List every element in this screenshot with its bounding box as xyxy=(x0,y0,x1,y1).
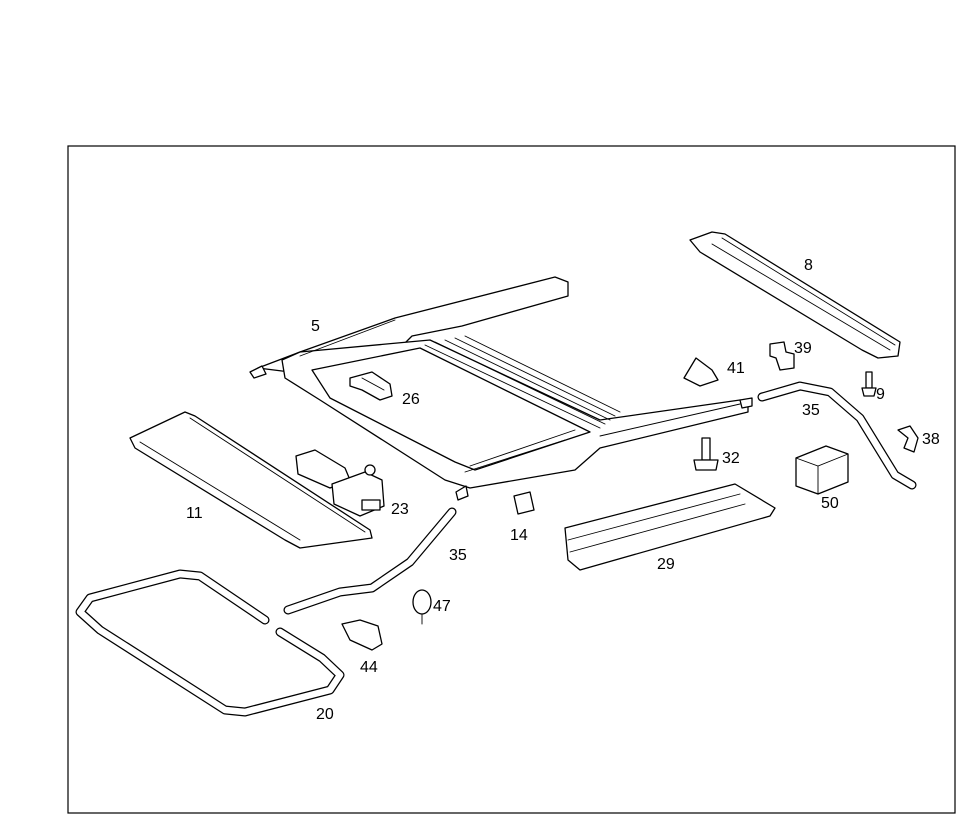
callout-23: 23 xyxy=(391,501,409,518)
part-32-bolt xyxy=(693,437,719,471)
callout-11: 11 xyxy=(186,505,203,522)
callout-5: 5 xyxy=(311,318,320,335)
callout-8: 8 xyxy=(804,257,813,274)
part-29-cable-channel xyxy=(564,483,776,571)
callout-29: 29 xyxy=(657,556,675,573)
part-44-clip xyxy=(341,619,383,651)
part-9-screw xyxy=(861,371,877,397)
part-23-motor xyxy=(295,449,385,517)
callout-50: 50 xyxy=(821,495,839,512)
diagram-frame xyxy=(67,145,956,814)
part-41-bracket xyxy=(683,357,719,387)
part-50-block xyxy=(795,445,849,495)
part-35-drain-hose-left xyxy=(283,507,457,615)
callout-9: 9 xyxy=(876,386,885,403)
part-8-guide-rail xyxy=(689,231,901,359)
part-26-bracket xyxy=(349,371,393,401)
part-39-clip xyxy=(769,341,795,371)
part-11-sunshade xyxy=(129,411,373,549)
callout-35-left: 35 xyxy=(449,547,467,564)
callout-44: 44 xyxy=(360,659,378,676)
callout-47: 47 xyxy=(433,598,451,615)
callout-41: 41 xyxy=(727,360,745,377)
part-20-seal xyxy=(75,569,345,717)
callout-20: 20 xyxy=(316,706,334,723)
callout-32: 32 xyxy=(722,450,740,467)
callout-38: 38 xyxy=(922,431,940,448)
callout-39: 39 xyxy=(794,340,812,357)
part-35-drain-hose-right xyxy=(757,381,917,490)
callout-35-right: 35 xyxy=(802,402,820,419)
part-47-grommet xyxy=(412,589,432,625)
part-14-clip xyxy=(513,491,535,515)
part-38-clip xyxy=(897,425,919,453)
callout-14: 14 xyxy=(510,527,528,544)
callout-26: 26 xyxy=(402,391,420,408)
